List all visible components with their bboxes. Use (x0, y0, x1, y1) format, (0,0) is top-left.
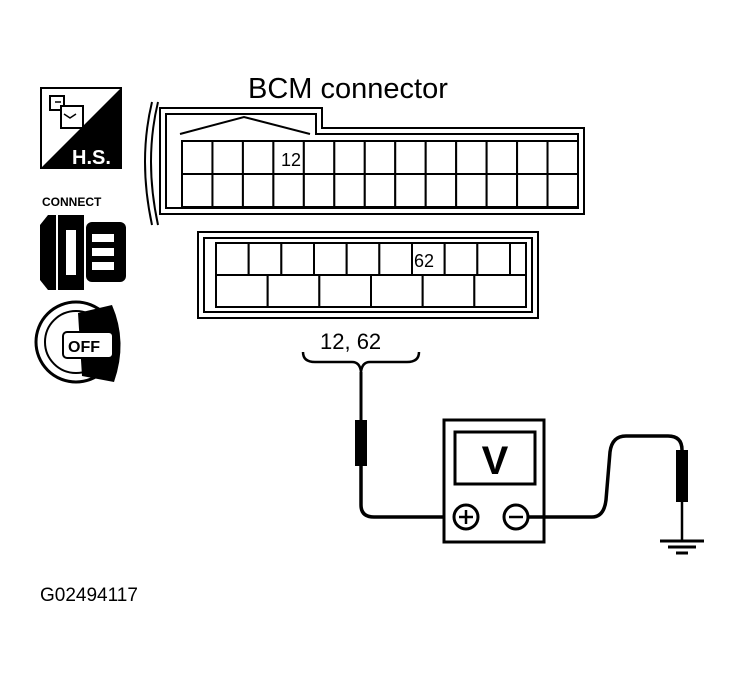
terminal-cell (421, 274, 476, 308)
connector-title: BCM connector (248, 73, 448, 105)
terminal-cell (215, 242, 250, 276)
pin-62-label: 62 (414, 251, 434, 271)
terminal-cell (546, 140, 579, 175)
hs-badge-text: H.S. (72, 147, 111, 169)
probe-pins-label: 12, 62 (320, 329, 381, 354)
negative-test-lead (528, 434, 688, 540)
terminal-cell (181, 140, 214, 175)
voltmeter-display: V (482, 439, 509, 483)
ignition-off-text: OFF (68, 339, 100, 356)
terminal-cell (394, 173, 427, 208)
terminal-cell (211, 173, 244, 208)
terminal-cell (476, 242, 512, 276)
terminal-cell (516, 173, 549, 208)
terminal-cell (211, 140, 244, 175)
upper-terminal-grid (181, 140, 579, 208)
terminal-cell (485, 173, 519, 208)
terminal-cell (247, 242, 283, 276)
terminal-cell (318, 274, 373, 308)
terminal-cell (485, 140, 519, 175)
positive-test-lead (355, 372, 449, 519)
terminal-cell (333, 173, 366, 208)
terminal-cell (455, 173, 488, 208)
ground-symbol (660, 539, 704, 555)
terminal-cell (302, 140, 336, 175)
terminal-cell (313, 242, 348, 276)
terminal-cell (424, 140, 458, 175)
terminal-cell (215, 274, 269, 308)
terminal-cell (370, 274, 424, 308)
voltmeter: V (442, 418, 546, 544)
terminal-cell (241, 173, 275, 208)
probe-brace (301, 351, 421, 373)
terminal-cell (345, 242, 381, 276)
harness-service-icon: H.S. (40, 87, 122, 169)
terminal-cell (272, 140, 305, 175)
terminal-cell (394, 140, 427, 175)
terminal-cell (516, 140, 549, 175)
bcm-connector-lower: 62 (197, 231, 539, 319)
terminal-cell (455, 140, 488, 175)
terminal-cell (181, 173, 214, 208)
terminal-cell (333, 140, 366, 175)
terminal-cell (378, 242, 414, 276)
terminal-cell (272, 173, 305, 208)
terminal-cell (363, 140, 397, 175)
terminal-cell (302, 173, 336, 208)
terminal-cell (266, 274, 321, 308)
figure-id: G02494117 (40, 585, 138, 606)
terminal-cell (509, 242, 527, 276)
terminal-cell (280, 242, 316, 276)
ignition-key-off-icon: OFF (34, 300, 121, 384)
terminal-cell (546, 173, 579, 208)
terminal-cell (424, 173, 458, 208)
lower-terminal-grid (215, 242, 528, 308)
terminal-cell (363, 173, 397, 208)
bcm-connector-upper: 12 (144, 101, 585, 226)
terminal-cell (443, 242, 479, 276)
terminal-cell (241, 140, 275, 175)
terminal-cell (473, 274, 528, 308)
connector-connect-icon: CONNECT (40, 195, 126, 290)
pin-12-label: 12 (281, 150, 301, 170)
connect-label: CONNECT (42, 195, 102, 209)
